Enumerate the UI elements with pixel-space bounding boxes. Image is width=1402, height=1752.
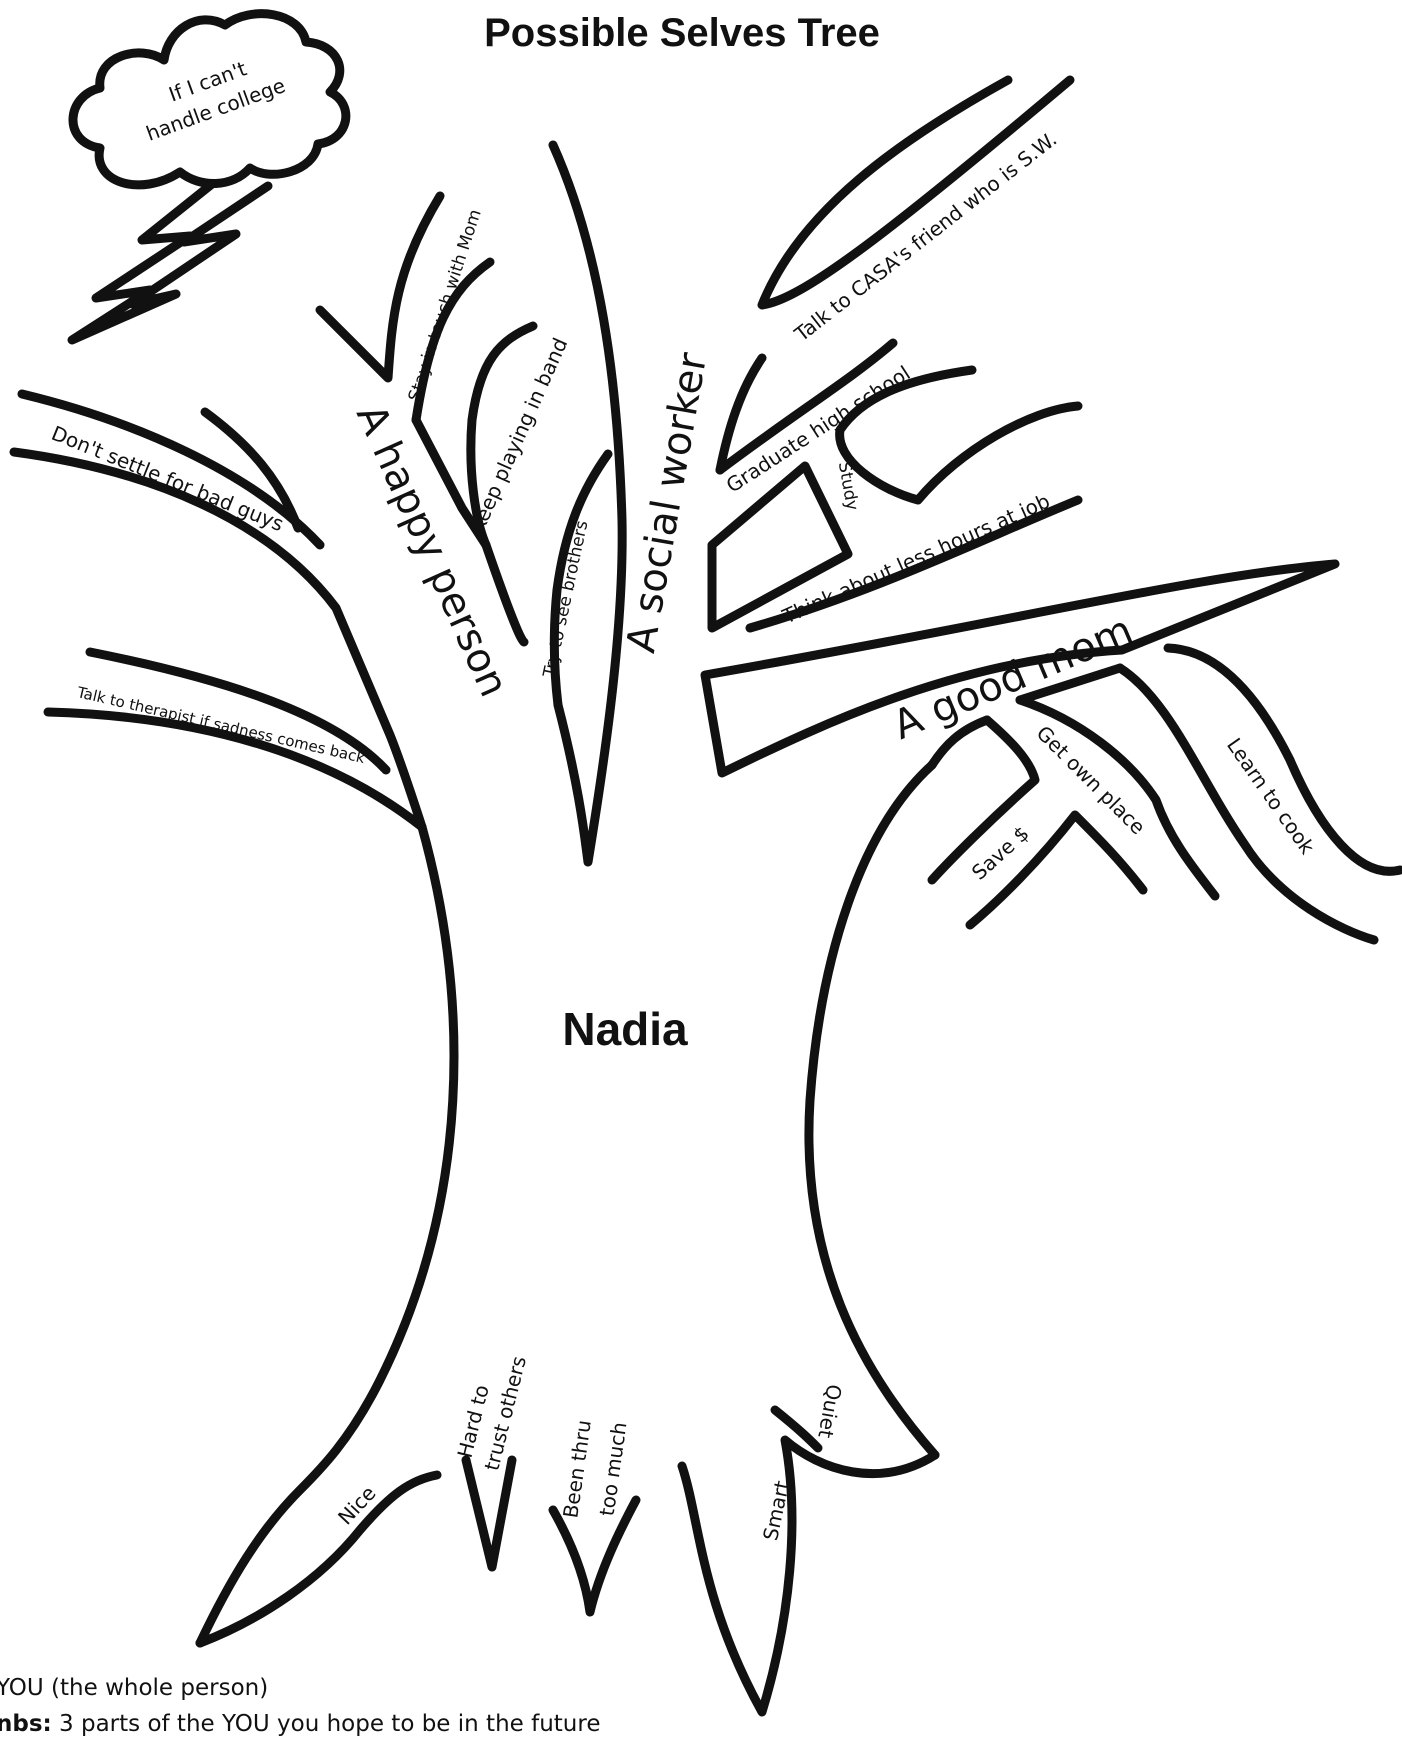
branch-label-talk-casa: Talk to CASA's friend who is S.W. <box>789 127 1061 347</box>
legend-line2-text: 3 parts of the YOU you hope to be in the… <box>52 1711 601 1737</box>
tree-trunk <box>48 712 935 1643</box>
branch-main-center <box>553 145 622 862</box>
legend-line1-text: YOU (the whole person) <box>0 1675 268 1701</box>
lightning-bolt-icon <box>72 184 268 340</box>
root-label-nice: Nice <box>333 1481 380 1529</box>
legend-line-2: nbs: 3 parts of the YOU you hope to be i… <box>0 1711 600 1737</box>
branch-learn-cook <box>1168 648 1400 871</box>
storm-cloud: If I can't handle college <box>72 14 346 340</box>
branch-casa-arrow <box>762 80 1070 305</box>
trunk-right-edge <box>809 765 935 1455</box>
root-label-quiet: Quiet <box>813 1382 846 1440</box>
branch-label-think-hours: Think about less hours at job <box>778 489 1053 629</box>
legend-line2-bold: nbs: <box>0 1711 52 1737</box>
branch-label-keep-playing: Keep playing in band <box>465 334 572 536</box>
diagram-title: Possible Selves Tree <box>484 11 880 55</box>
root-label-been-line2: too much <box>595 1421 632 1518</box>
root-hard-to-trust <box>466 1460 512 1567</box>
limb-label-social-worker: A social worker <box>618 349 716 656</box>
root-smart <box>682 1440 935 1712</box>
trunk-name: Nadia <box>562 1003 688 1055</box>
root-nice <box>200 1475 437 1643</box>
legend-line-1: YOU (the whole person) <box>0 1675 268 1701</box>
root-label-been-line1: Been thru <box>558 1418 596 1519</box>
trunk-left-edge <box>200 827 454 1643</box>
